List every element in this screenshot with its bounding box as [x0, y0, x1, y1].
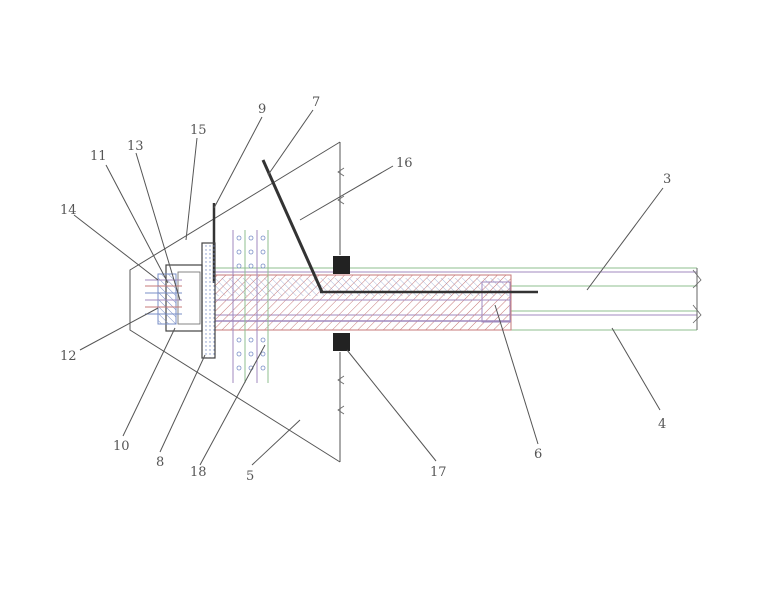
label-11: 11 [90, 149, 107, 164]
label-15: 15 [190, 123, 207, 138]
label-5: 5 [246, 469, 254, 484]
label-18: 18 [190, 465, 207, 480]
lower-block [333, 333, 350, 351]
end-plate [201, 242, 216, 359]
label-16: 16 [396, 156, 413, 171]
label-7: 7 [312, 95, 320, 110]
angled-rod [261, 159, 324, 293]
filter-lines [145, 279, 182, 315]
cone-outline [129, 141, 345, 463]
part-labels: 3 4 5 6 7 8 9 10 11 12 13 14 15 16 17 18 [60, 95, 671, 484]
label-13: 13 [127, 139, 144, 154]
label-9: 9 [258, 102, 266, 117]
label-3: 3 [663, 172, 671, 187]
upper-block [333, 256, 350, 274]
label-10: 10 [113, 439, 130, 454]
leader-lines [73, 109, 664, 466]
label-8: 8 [156, 455, 164, 470]
label-17: 17 [430, 465, 447, 480]
label-4: 4 [658, 417, 666, 432]
label-12: 12 [60, 349, 77, 364]
label-14: 14 [60, 203, 77, 218]
label-6: 6 [534, 447, 542, 462]
hatched-sleeve [214, 274, 512, 331]
bracket-inner [177, 271, 201, 325]
perforation-field [232, 230, 269, 383]
